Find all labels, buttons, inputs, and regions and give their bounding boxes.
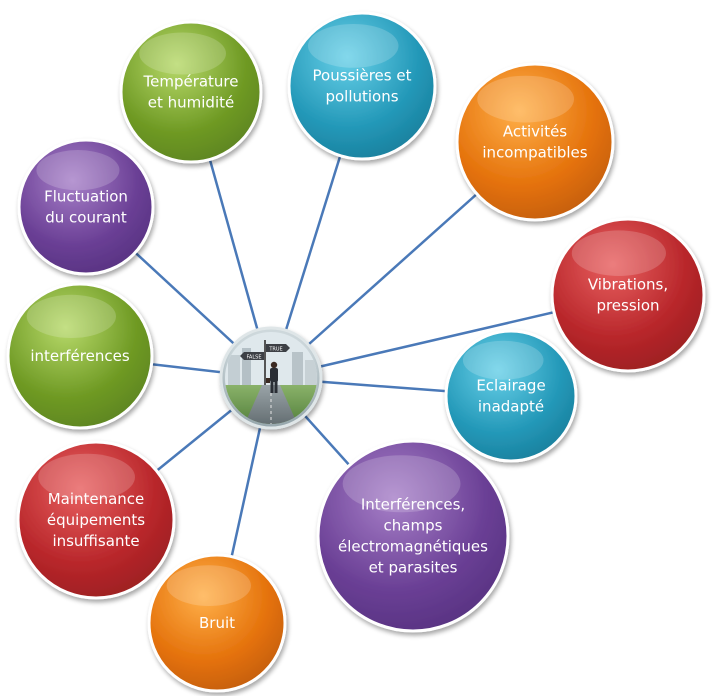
node-label-line: Fluctuation [44, 188, 128, 206]
topic-nodes: Température et humidité Poussières et pollu… [6, 11, 706, 693]
node-label-temperature: Température et humidité [142, 73, 238, 112]
node-label-maintenance: Maintenance équipements insuffisante [47, 490, 145, 550]
businessman-figure [266, 361, 278, 393]
node-highlight-vibrations [571, 230, 666, 276]
node-label-poussieres: Poussières et pollutions [313, 67, 412, 106]
node-label-line: incompatibles [482, 144, 587, 162]
node-poussieres: Poussières et pollutions [287, 11, 437, 161]
node-label-line: équipements [47, 511, 145, 529]
node-label-line: pollutions [325, 88, 398, 106]
node-label-line: champs [384, 517, 443, 535]
node-label-fluctuation: Fluctuation du courant [44, 188, 128, 227]
sign-false [240, 352, 264, 360]
node-vibrations: Vibrations, pression [550, 217, 706, 373]
node-highlight-activites [477, 75, 574, 123]
node-highlight-interferences [26, 294, 116, 338]
node-highlight-poussieres [307, 23, 399, 68]
node-bruit: Bruit [147, 553, 287, 693]
node-label-line: pression [596, 297, 659, 315]
node-label-line: du courant [45, 209, 127, 227]
node-highlight-bruit [166, 565, 251, 606]
node-label-line: inadapté [478, 398, 544, 416]
node-label-line: et humidité [148, 94, 234, 112]
node-label-line: insuffisante [52, 532, 139, 550]
node-label-interferences-champs: Interférences, champs électromagnétiques et… [338, 496, 488, 577]
node-highlight-interferences-champs [342, 455, 461, 513]
node-label-activites: Activités incompatibles [482, 123, 587, 162]
node-label-line: Activités [503, 123, 567, 141]
node-temperature: Température et humidité [119, 20, 263, 164]
node-fluctuation: Fluctuation du courant [17, 138, 155, 276]
sign-true [266, 344, 290, 352]
sign-true-label: TRUE [268, 347, 282, 353]
node-label-line: électromagnétiques [338, 538, 488, 556]
node-maintenance: Maintenance équipements insuffisante [16, 440, 176, 600]
node-activites: Activités incompatibles [455, 62, 615, 222]
node-label-eclairage: Eclairage inadapté [476, 377, 545, 416]
node-label-line: Bruit [199, 614, 235, 632]
node-highlight-fluctuation [36, 150, 120, 191]
node-label-line: Température [142, 73, 238, 91]
node-label-line: Interférences, [361, 496, 465, 514]
node-highlight-maintenance [38, 453, 135, 501]
node-interferences-champs: Interférences, champs électromagnétiques et… [316, 439, 510, 633]
node-label-line: et parasites [369, 559, 458, 577]
node-label-line: Maintenance [48, 490, 145, 508]
node-label-line: interférences [30, 347, 130, 365]
node-highlight-eclairage [462, 340, 544, 380]
node-label-interferences: interférences [30, 347, 130, 365]
node-label-bruit: Bruit [199, 614, 235, 632]
node-label-vibrations: Vibrations, pression [588, 276, 668, 315]
center-image: TRUE FALSE [219, 326, 323, 430]
sign-false-label: FALSE [247, 355, 262, 361]
node-label-line: Vibrations, [588, 276, 668, 294]
node-interferences: interférences [6, 282, 154, 430]
node-eclairage: Eclairage inadapté [444, 329, 578, 463]
node-label-line: Eclairage [476, 377, 545, 395]
node-highlight-temperature [139, 32, 227, 75]
node-label-line: Poussières et [313, 67, 412, 85]
